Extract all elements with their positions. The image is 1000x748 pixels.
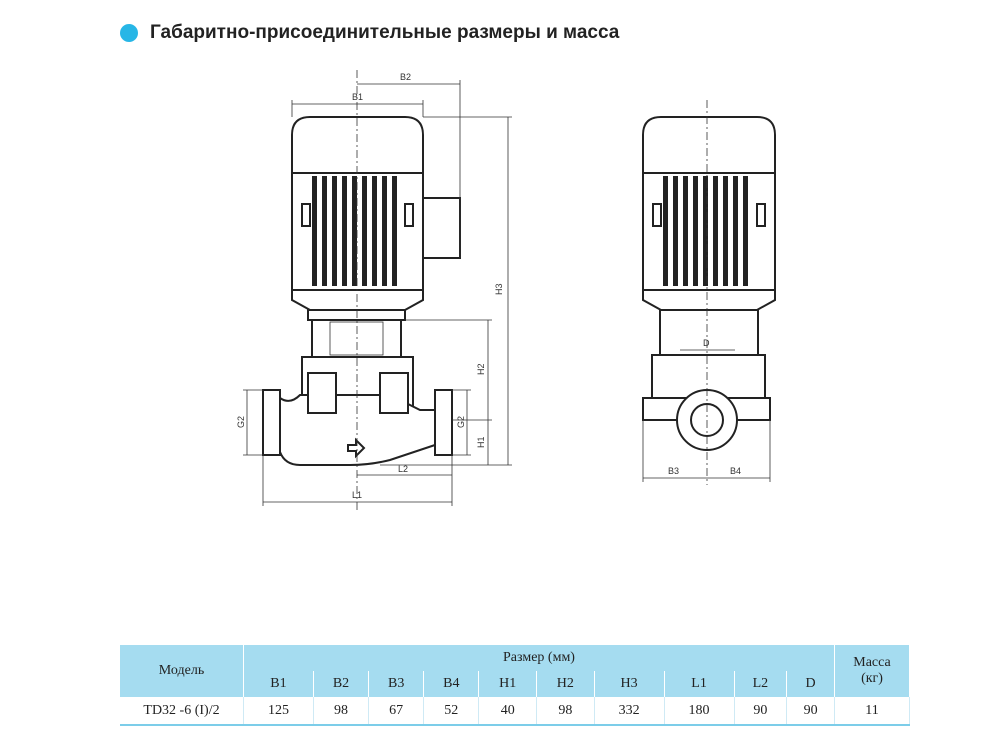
terminal-box	[422, 197, 461, 259]
label-b3: B3	[668, 466, 679, 476]
size-header: Размер (мм)	[243, 645, 835, 671]
bullet-icon	[120, 24, 138, 42]
label-l1: L1	[352, 490, 362, 500]
label-g2-right: G2	[456, 416, 466, 428]
cell-b1: 125	[243, 697, 314, 726]
title-text: Габаритно-присоединительные размеры и ма…	[150, 22, 620, 43]
cell-l2: 90	[734, 697, 788, 726]
motor-fins	[312, 176, 397, 286]
cell-h1: 40	[478, 697, 537, 726]
label-h3: H3	[494, 283, 504, 295]
col-b2: B2	[313, 671, 370, 697]
label-h1: H1	[476, 436, 486, 448]
side-view: B2 B1 H3 H2 H1 G2 G2 L2 L1	[236, 70, 512, 510]
label-b2: B2	[400, 72, 411, 82]
label-b4: B4	[730, 466, 741, 476]
model-header: Модель	[120, 645, 244, 697]
cell-h3: 332	[594, 697, 665, 726]
cell-mass: 11	[834, 697, 910, 726]
col-l1: L1	[664, 671, 735, 697]
label-g2-left: G2	[236, 416, 246, 428]
mass-header: Масса (кг)	[834, 645, 910, 697]
col-b3: B3	[368, 671, 425, 697]
motor-cap	[291, 116, 424, 174]
col-h2: H2	[536, 671, 595, 697]
dimensions-table: Модель Размер (мм) Масса (кг) B1 B2 B3 B…	[120, 645, 910, 726]
label-d: D	[703, 338, 710, 348]
col-h1: H1	[478, 671, 537, 697]
cell-model: TD32 -6 (I)/2	[120, 697, 244, 726]
cell-b2: 98	[313, 697, 370, 726]
cell-b3: 67	[368, 697, 425, 726]
front-view: D B3 B4	[642, 100, 776, 485]
label-h2: H2	[476, 363, 486, 375]
flow-arrow-icon	[347, 437, 366, 459]
cell-l1: 180	[664, 697, 735, 726]
col-b4: B4	[423, 671, 480, 697]
label-b1: B1	[352, 92, 363, 102]
table-row: TD32 -6 (I)/2 125 98 67 52 40 98 332 180…	[120, 697, 910, 726]
label-l2: L2	[398, 464, 408, 474]
col-b1: B1	[243, 671, 314, 697]
cell-b4: 52	[423, 697, 480, 726]
col-l2: L2	[734, 671, 788, 697]
cell-h2: 98	[536, 697, 595, 726]
col-d: D	[786, 671, 835, 697]
pump-dimension-drawing: B2 B1 H3 H2 H1 G2 G2 L2 L1	[236, 70, 776, 510]
col-h3: H3	[594, 671, 665, 697]
cell-d: 90	[786, 697, 835, 726]
section-title: Габаритно-присоединительные размеры и ма…	[120, 22, 619, 44]
